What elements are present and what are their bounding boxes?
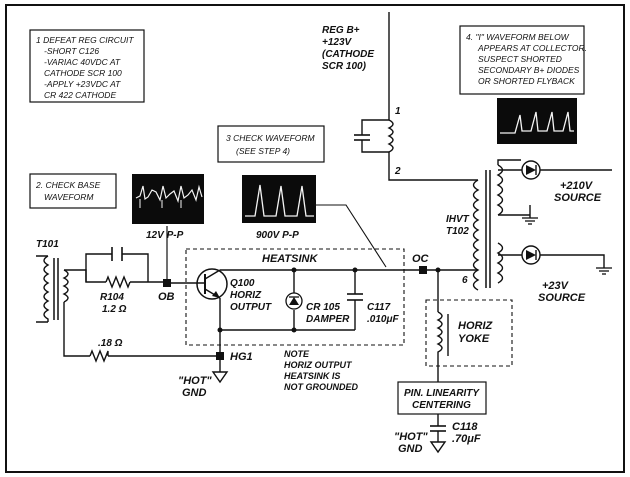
heatsink-label: HEATSINK bbox=[262, 253, 318, 265]
t101-transformer bbox=[36, 255, 220, 357]
step-4-box: 4. "I" WAVEFORM BELOW APPEARS AT COLLECT… bbox=[459, 25, 587, 95]
svg-text:CATHODE SCR 100: CATHODE SCR 100 bbox=[44, 68, 122, 78]
t102-label: T102 bbox=[446, 226, 469, 237]
output-210v-circuit bbox=[497, 159, 612, 225]
collector-waveform-label: 900V P-P bbox=[256, 230, 299, 241]
svg-text:-VARIAC 40VDC AT: -VARIAC 40VDC AT bbox=[44, 57, 121, 67]
c117-label: C117 bbox=[367, 302, 391, 313]
hot-gnd-bottom-hot: "HOT" bbox=[394, 431, 428, 443]
out-210-value: +210V bbox=[560, 180, 594, 192]
svg-text:1 DEFEAT REG CIRCUIT: 1 DEFEAT REG CIRCUIT bbox=[36, 35, 134, 45]
hot-gnd-left-gnd: GND bbox=[182, 387, 207, 399]
svg-text:2. CHECK BASE: 2. CHECK BASE bbox=[35, 180, 101, 190]
supply-label: REG B+ +123V (CATHODE SCR 100) bbox=[322, 25, 374, 72]
q100-output: OUTPUT bbox=[230, 302, 272, 313]
c118-capacitor bbox=[429, 425, 447, 454]
r104-resistor bbox=[85, 247, 149, 289]
svg-text:3 CHECK WAVEFORM: 3 CHECK WAVEFORM bbox=[226, 133, 316, 143]
svg-text:+123V: +123V bbox=[322, 37, 353, 48]
q100-label: Q100 bbox=[230, 278, 255, 289]
c117-value: .010μF bbox=[367, 314, 399, 325]
ob-label: OB bbox=[158, 291, 175, 303]
oc-label: OC bbox=[412, 253, 430, 265]
t101-label: T101 bbox=[36, 239, 59, 250]
emitter-resistor bbox=[89, 349, 109, 363]
hg1-label: HG1 bbox=[230, 351, 253, 363]
junction-dot bbox=[291, 327, 297, 333]
heatsink-boundary bbox=[185, 248, 405, 346]
waveform-screen-step4 bbox=[497, 98, 577, 144]
centering-label: CENTERING bbox=[412, 400, 471, 411]
collector-probe-line bbox=[314, 204, 387, 268]
linearity-label: PIN. LINEARITY bbox=[404, 388, 480, 399]
svg-text:HORIZ OUTPUT: HORIZ OUTPUT bbox=[284, 360, 353, 370]
yoke-label-horiz: HORIZ bbox=[458, 320, 494, 332]
heatsink-note: NOTE HORIZ OUTPUT HEATSINK IS NOT GROUND… bbox=[284, 349, 359, 392]
linearity-box bbox=[397, 381, 487, 415]
svg-text:-SHORT C126: -SHORT C126 bbox=[44, 46, 99, 56]
svg-text:REG B+: REG B+ bbox=[322, 25, 360, 36]
schematic-frame bbox=[5, 4, 625, 473]
junction-dot bbox=[352, 267, 358, 273]
hg1-test-point bbox=[216, 352, 224, 360]
step-2-box: 2. CHECK BASE WAVEFORM bbox=[29, 173, 117, 209]
hot-gnd-bottom-gnd: GND bbox=[398, 443, 423, 455]
hot-gnd-left-symbol bbox=[211, 360, 229, 384]
svg-text:SCR 100): SCR 100) bbox=[322, 61, 367, 72]
svg-text:CR 422 CATHODE: CR 422 CATHODE bbox=[44, 90, 116, 100]
cr105-damper-diode bbox=[285, 270, 303, 330]
hot-gnd-left-hot: "HOT" bbox=[178, 375, 212, 387]
pin-2-label: 2 bbox=[394, 166, 401, 177]
svg-text:4. "I" WAVEFORM BELOW: 4. "I" WAVEFORM BELOW bbox=[466, 32, 570, 42]
svg-text:SUSPECT SHORTED: SUSPECT SHORTED bbox=[478, 54, 562, 64]
ob-test-point bbox=[163, 279, 171, 287]
r104-value: 1.2 Ω bbox=[102, 304, 127, 315]
svg-text:HEATSINK IS: HEATSINK IS bbox=[284, 371, 340, 381]
junction-dot bbox=[291, 267, 297, 273]
base-waveform-label: 12V P-P bbox=[146, 230, 184, 241]
svg-text:(SEE STEP 4): (SEE STEP 4) bbox=[236, 146, 290, 156]
yoke-boundary bbox=[425, 299, 513, 367]
c118-value: .70μF bbox=[452, 433, 481, 445]
svg-text:OR SHORTED FLYBACK: OR SHORTED FLYBACK bbox=[478, 76, 575, 86]
c118-label: C118 bbox=[452, 421, 478, 433]
flyback-transformer bbox=[472, 164, 504, 291]
out-23-value: +23V bbox=[542, 280, 570, 292]
c117-capacitor bbox=[220, 270, 363, 331]
svg-text:WAVEFORM: WAVEFORM bbox=[44, 192, 94, 202]
yoke-label-yoke: YOKE bbox=[458, 333, 490, 345]
svg-text:-APPLY +23VDC AT: -APPLY +23VDC AT bbox=[44, 79, 121, 89]
step-1-box: 1 DEFEAT REG CIRCUIT -SHORT C126 -VARIAC… bbox=[29, 29, 145, 103]
out-23-source: SOURCE bbox=[538, 292, 586, 304]
pin-1-label: 1 bbox=[395, 106, 401, 117]
horiz-yoke-coil bbox=[436, 270, 449, 372]
q100-horiz: HORIZ bbox=[230, 290, 262, 301]
svg-text:NOTE: NOTE bbox=[284, 349, 310, 359]
oc-test-point bbox=[419, 266, 427, 274]
svg-text:NOT GROUNDED: NOT GROUNDED bbox=[284, 382, 359, 392]
svg-text:APPEARS AT COLLECTOR.: APPEARS AT COLLECTOR. bbox=[477, 43, 587, 53]
output-23v-circuit bbox=[498, 245, 612, 275]
out-210-source: SOURCE bbox=[554, 192, 602, 204]
svg-text:SECONDARY B+ DIODES: SECONDARY B+ DIODES bbox=[478, 65, 580, 75]
svg-text:(CATHODE: (CATHODE bbox=[322, 49, 374, 60]
junction-dot bbox=[217, 327, 223, 333]
ihvt-label: IHVT bbox=[446, 214, 470, 225]
pin-6-label: 6 bbox=[462, 275, 468, 286]
emitter-resistor-value: .18 Ω bbox=[98, 338, 123, 349]
waveform-screen-base bbox=[132, 174, 204, 224]
cr105-label: CR 105 bbox=[306, 302, 340, 313]
pin-1-2-coil bbox=[354, 119, 478, 181]
q100-transistor bbox=[171, 268, 425, 356]
r104-label: R104 bbox=[100, 292, 124, 303]
step-3-box: 3 CHECK WAVEFORM (SEE STEP 4) bbox=[217, 125, 325, 163]
cr105-damper: DAMPER bbox=[306, 314, 350, 325]
waveform-screen-collector bbox=[242, 175, 316, 223]
